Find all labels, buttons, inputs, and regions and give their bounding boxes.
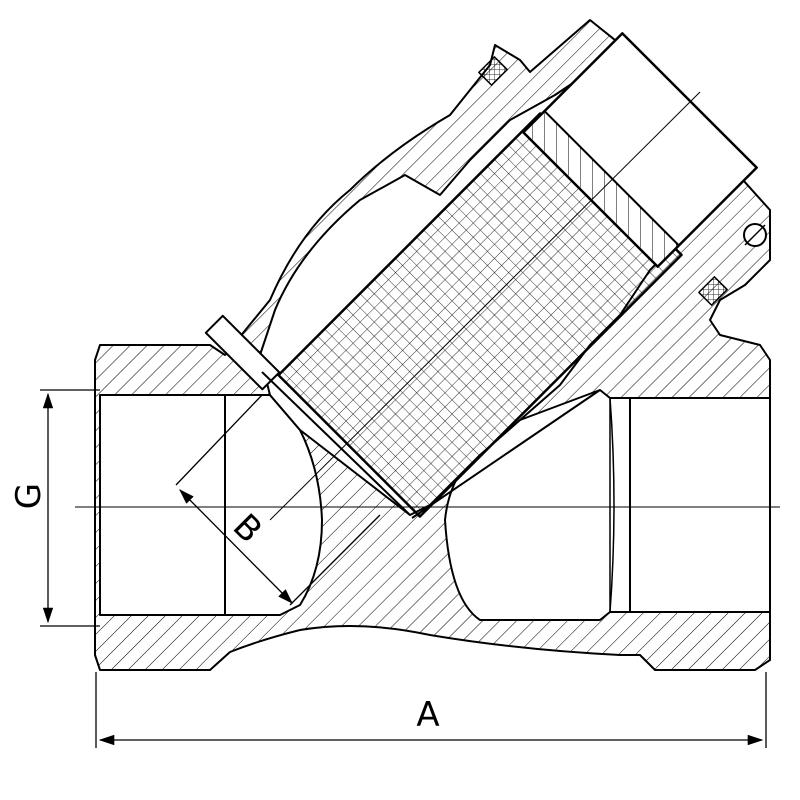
drain-plug xyxy=(522,32,758,268)
dim-g-label: G xyxy=(9,483,49,509)
screen-axis xyxy=(269,91,701,521)
dim-b-ext-top xyxy=(175,394,263,486)
lower-seal xyxy=(698,276,728,306)
left-port-bore xyxy=(99,394,323,616)
body-section xyxy=(94,19,771,671)
dim-b-line xyxy=(179,489,293,604)
dim-b-ext-bottom xyxy=(289,514,381,606)
upper-seal xyxy=(478,56,508,86)
dimensions xyxy=(40,389,767,748)
dim-a-label: A xyxy=(416,695,439,735)
